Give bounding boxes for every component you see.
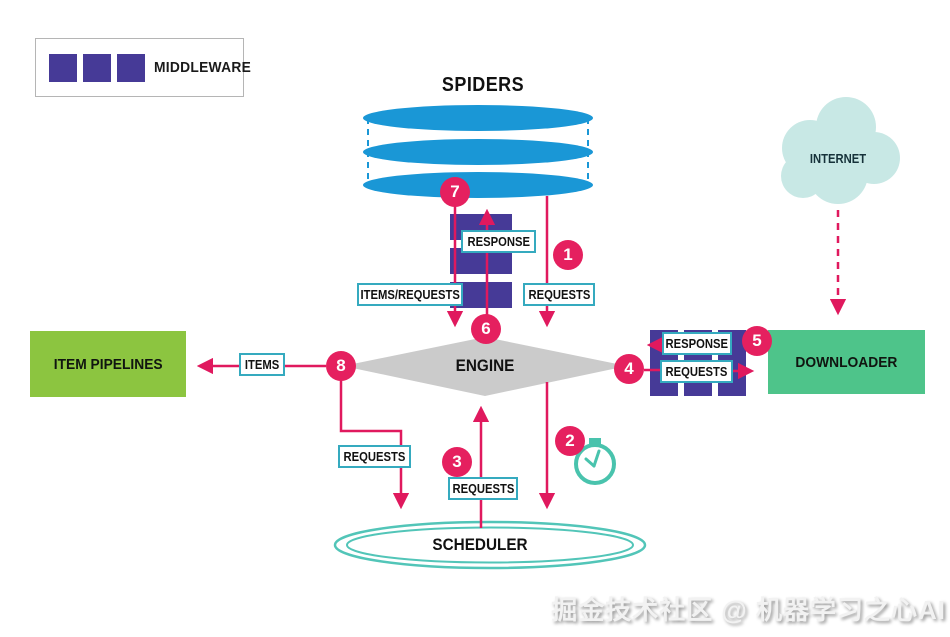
- step-badge-8: 8: [326, 351, 356, 381]
- middleware-square-icon: [117, 54, 145, 82]
- stopwatch-icon: [574, 438, 616, 485]
- item-pipelines-node: ITEM PIPELINES: [30, 331, 186, 397]
- internet-cloud-icon: [781, 97, 900, 204]
- spider-disk-3: [363, 172, 593, 198]
- flow-label-items: ITEMS: [239, 353, 285, 376]
- step-badge-4: 4: [614, 354, 644, 384]
- spider-disk-2: [363, 139, 593, 165]
- flow-label-response-spider: RESPONSE: [461, 230, 536, 253]
- spiders-title: SPIDERS: [441, 73, 525, 96]
- engine-diamond: [343, 337, 627, 396]
- flow-label-requests-left: REQUESTS: [338, 445, 411, 468]
- middleware-square-icon: [83, 54, 111, 82]
- spider-stack-connectors: [367, 118, 589, 184]
- flow-label-requests-spider: REQUESTS: [523, 283, 595, 306]
- middleware-legend: MIDDLEWARE: [35, 38, 251, 97]
- flow-label-response-downloader: RESPONSE: [662, 332, 732, 355]
- internet-title: INTERNET: [809, 152, 867, 166]
- flow-label-items-requests: ITEMS/REQUESTS: [357, 283, 463, 306]
- flow-label-requests-center: REQUESTS: [448, 477, 518, 500]
- middleware-legend-label: MIDDLEWARE: [154, 59, 252, 76]
- item-pipelines-label: ITEM PIPELINES: [53, 355, 163, 373]
- middleware-square-icon: [49, 54, 77, 82]
- scheduler-title: SCHEDULER: [432, 535, 528, 554]
- step-badge-6: 6: [471, 314, 501, 344]
- watermark-text: 掘金技术社区 @ 机器学习之心AI: [551, 595, 946, 625]
- step-badge-3: 3: [442, 447, 472, 477]
- downloader-node: DOWNLOADER: [768, 330, 925, 394]
- flow-label-requests-downloader: REQUESTS: [660, 360, 733, 383]
- scheduler-ellipse: [333, 520, 647, 570]
- step-badge-5: 5: [742, 326, 772, 356]
- spider-disk-1: [363, 105, 593, 131]
- downloader-label: DOWNLOADER: [795, 353, 898, 371]
- step-badge-2: 2: [555, 426, 585, 456]
- step-badge-7: 7: [440, 177, 470, 207]
- step-badge-1: 1: [553, 240, 583, 270]
- engine-title: ENGINE: [455, 356, 515, 375]
